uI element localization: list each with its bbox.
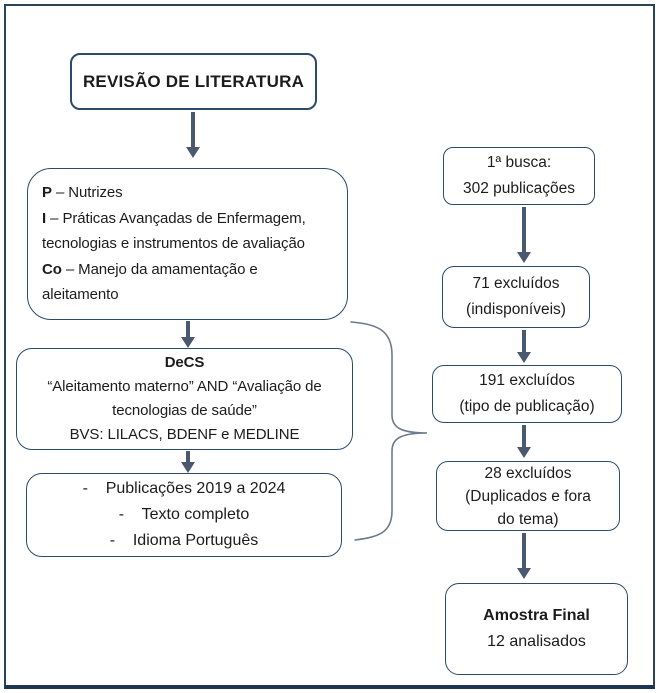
final-sample-count: 12 analisados — [487, 633, 586, 650]
curly-brace-connector — [350, 321, 428, 541]
arrow-excluded191-to-excluded28 — [517, 425, 531, 458]
pico-label-i: I — [42, 209, 47, 227]
flow-box-excluded-191: 191 excluídos (tipo de publicação) — [432, 365, 622, 423]
excluded28-reason-line2: do tema) — [497, 510, 559, 528]
arrow-head-icon — [186, 147, 200, 158]
pico-line-co-cont: aleitamento — [42, 282, 119, 308]
flow-box-first-search: 1ª busca: 302 publicações — [443, 147, 595, 205]
first-search-count: 302 publicações — [462, 180, 576, 197]
flow-box-excluded-28: 28 excluídos (Duplicados e fora do tema) — [436, 461, 620, 531]
criteria-item-language: - Idioma Português — [109, 532, 259, 549]
arrow-shaft — [522, 425, 526, 447]
decs-query-line1: “Aleitamento materno” AND “Avaliação de — [47, 378, 322, 395]
inclusion-criteria-box: - Publicações 2019 a 2024 - Texto comple… — [26, 473, 342, 557]
pico-label-co: Co — [42, 260, 62, 278]
arrow-head-icon — [181, 462, 195, 473]
title-box: REVISÃO DE LITERATURA — [70, 53, 317, 110]
decs-query-line2: tecnologias de saúde” — [112, 402, 257, 419]
pico-text-i2: tecnologias e instrumentos de avaliação — [42, 235, 305, 253]
arrow-decs-to-criteria — [181, 451, 195, 473]
pico-text-co: – Manejo da amamentação e — [61, 260, 258, 278]
flow-box-excluded-71: 71 excluídos (indisponíveis) — [442, 266, 590, 328]
arrow-shaft — [522, 330, 526, 352]
pico-label-p: P — [42, 184, 52, 202]
arrow-head-icon — [181, 337, 195, 348]
excluded28-reason-line1: (Duplicados e fora — [465, 487, 591, 505]
excluded191-reason: (tipo de publicação) — [459, 398, 595, 415]
decs-sources: BVS: LILACS, BDENF e MEDLINE — [69, 426, 300, 443]
pico-text-co2: aleitamento — [42, 286, 119, 304]
decs-heading: DeCS — [164, 354, 205, 371]
arrow-shaft — [186, 321, 190, 337]
excluded71-count: 71 excluídos — [472, 275, 560, 292]
arrow-shaft — [186, 451, 190, 462]
title-text: REVISÃO DE LITERATURA — [82, 71, 305, 91]
first-search-label: 1ª busca: — [486, 154, 552, 171]
arrow-head-icon — [517, 352, 531, 363]
pico-line-i: I – Práticas Avançadas de Enfermagem, — [42, 206, 306, 232]
arrow-search-to-excluded71 — [517, 207, 531, 263]
arrow-excluded71-to-excluded191 — [517, 330, 531, 363]
arrow-head-icon — [517, 568, 531, 579]
criteria-item-years: - Publicações 2019 a 2024 — [82, 480, 286, 497]
pico-text-i: – Práticas Avançadas de Enfermagem, — [46, 209, 306, 227]
criteria-item-fulltext: - Texto completo — [118, 506, 250, 523]
pico-line-co: Co – Manejo da amamentação e — [42, 257, 258, 283]
arrow-head-icon — [517, 447, 531, 458]
pico-line-p: P – Nutrizes — [42, 180, 123, 206]
excluded71-reason: (indisponíveis) — [466, 301, 566, 318]
final-sample-box: Amostra Final 12 analisados — [445, 583, 628, 675]
excluded28-count: 28 excluídos — [484, 464, 572, 482]
pico-strategy-box: P – Nutrizes I – Práticas Avançadas de E… — [27, 168, 348, 320]
arrow-shaft — [522, 207, 526, 252]
pico-text-p: – Nutrizes — [51, 184, 123, 202]
arrow-shaft — [522, 533, 526, 568]
arrow-excluded28-to-final — [517, 533, 531, 579]
arrow-shaft — [191, 112, 195, 147]
arrow-head-icon — [517, 252, 531, 263]
arrow-title-to-pico — [186, 112, 200, 158]
excluded191-count: 191 excluídos — [479, 372, 575, 389]
pico-line-i-cont: tecnologias e instrumentos de avaliação — [42, 231, 305, 257]
final-sample-heading: Amostra Final — [483, 607, 590, 624]
arrow-pico-to-decs — [181, 321, 195, 348]
decs-search-box: DeCS “Aleitamento materno” AND “Avaliaçã… — [16, 348, 353, 450]
